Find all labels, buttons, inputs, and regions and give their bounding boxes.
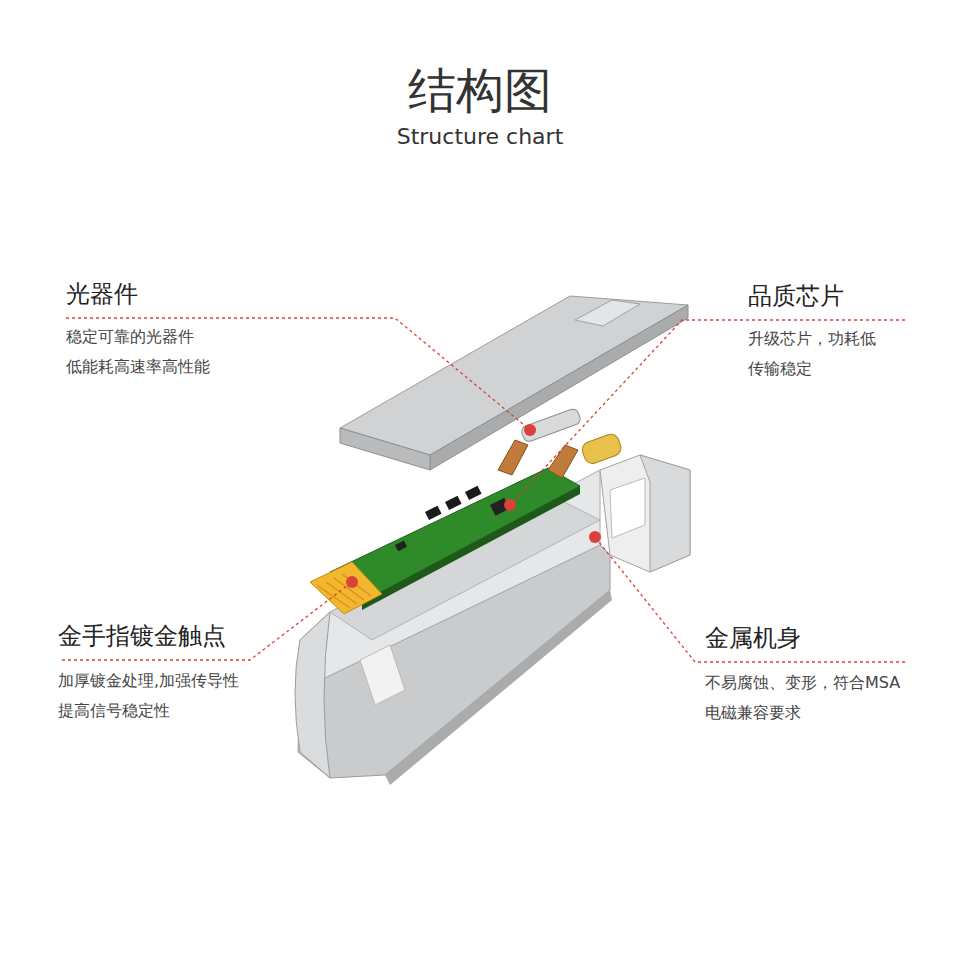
top-lid [340,296,688,470]
chart-subtitle: Structure chart [397,124,564,150]
part-name: 金手指镀金触点 [58,622,226,651]
chart-title: 结构图 [408,62,552,120]
part-name: 品质芯片 [748,282,844,311]
part-note: 稳定可靠的光器件 低能耗高速率高性能 [66,322,296,382]
module-cage [600,455,690,572]
callout-dots [346,424,601,588]
part-note: 不易腐蚀、变形，符合MSA 电磁兼容要求 [705,668,950,728]
part-note: 升级芯片，功耗低 传输稳定 [748,324,938,384]
part-note: 加厚镀金处理,加强传导性 提高信号稳定性 [58,666,293,726]
pcb-board [310,468,580,614]
part-name: 金属机身 [705,624,801,653]
part-name: 光器件 [66,280,138,309]
